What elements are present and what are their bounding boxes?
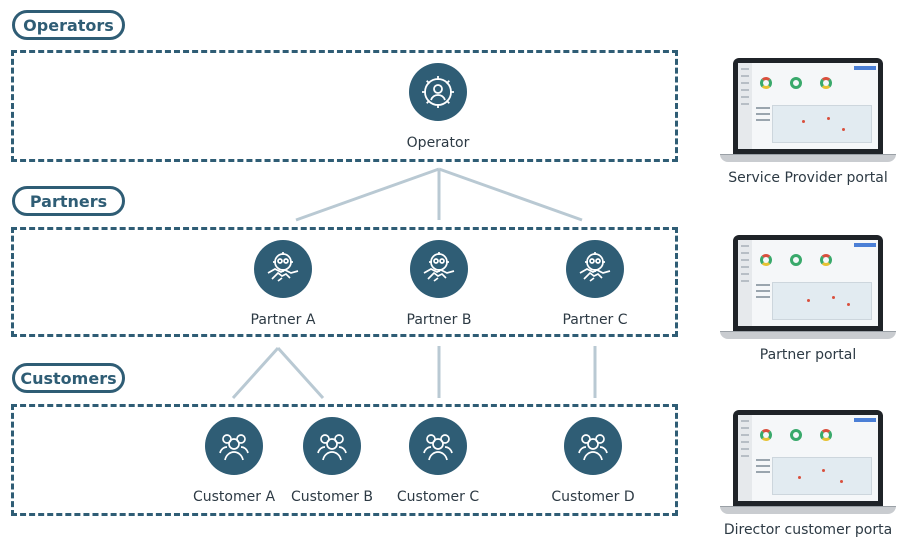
customer-group-icon [303, 417, 361, 475]
customer-group-icon [205, 417, 263, 475]
link-partner-a-customer-b [276, 346, 325, 400]
handshake-gear-icon [410, 240, 468, 298]
link-operator-partner-a [295, 167, 440, 222]
partner-b-label: Partner B [406, 312, 472, 328]
laptop-icon [733, 58, 883, 154]
customer-a-node[interactable]: Customer A [174, 417, 294, 505]
partner-portal-label: Partner portal [759, 347, 857, 363]
partner-c-node[interactable]: Partner C [535, 240, 655, 328]
link-partner-a-customer-a [231, 346, 280, 400]
laptop-base [720, 506, 896, 514]
laptop-icon [733, 410, 883, 506]
operator-node[interactable]: Operator [378, 63, 498, 151]
portal-dashboard-thumbnail [738, 240, 878, 326]
customers-band [11, 404, 678, 516]
operators-band [11, 50, 678, 162]
customer-d-label: Customer D [551, 489, 635, 505]
customer-group-icon [409, 417, 467, 475]
operator-label: Operator [406, 135, 470, 151]
customer-c-node[interactable]: Customer C [378, 417, 498, 505]
partner-a-label: Partner A [250, 312, 316, 328]
customer-b-node[interactable]: Customer B [272, 417, 392, 505]
link-operator-partner-c [438, 167, 583, 222]
section-operators-label: Operators [12, 10, 125, 40]
customer-d-node[interactable]: Customer D [533, 417, 653, 505]
partner-a-node[interactable]: Partner A [223, 240, 343, 328]
portal-dashboard-thumbnail [738, 415, 878, 501]
handshake-gear-icon [566, 240, 624, 298]
section-customers-label: Customers [12, 363, 125, 393]
customer-c-label: Customer C [396, 489, 480, 505]
laptop-base [720, 331, 896, 339]
partner-b-node[interactable]: Partner B [379, 240, 499, 328]
handshake-gear-icon [254, 240, 312, 298]
customer-b-label: Customer B [290, 489, 374, 505]
section-partners-label: Partners [12, 186, 125, 216]
operator-gear-icon [409, 63, 467, 121]
portal-dashboard-thumbnail [738, 63, 878, 149]
partner-portal[interactable]: Partner portal [720, 235, 896, 363]
service-provider-portal[interactable]: Service Provider portal [720, 58, 896, 186]
service-provider-portal-label: Service Provider portal [728, 170, 888, 186]
laptop-base [720, 154, 896, 162]
partner-c-label: Partner C [562, 312, 628, 328]
director-customer-portal[interactable]: Director customer porta [720, 410, 896, 538]
customer-group-icon [564, 417, 622, 475]
director-customer-portal-label: Director customer porta [723, 522, 893, 538]
laptop-icon [733, 235, 883, 331]
customer-a-label: Customer A [192, 489, 276, 505]
partners-band [11, 227, 678, 337]
